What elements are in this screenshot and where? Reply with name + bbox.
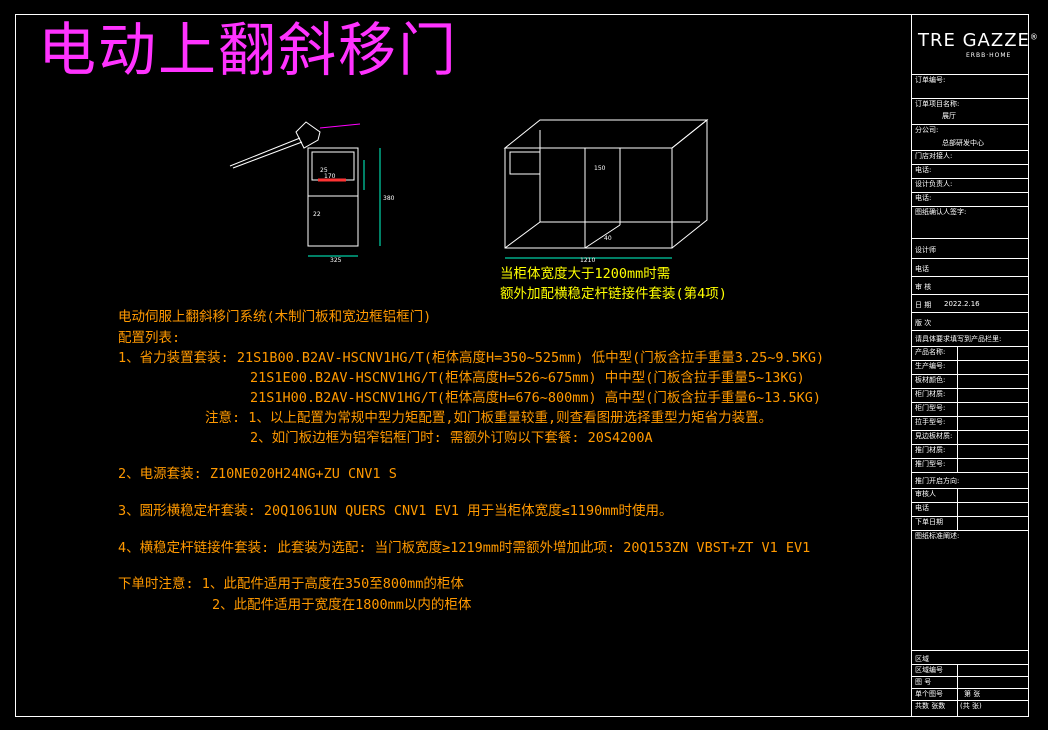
left-dim-label1: 25 (320, 167, 328, 174)
logo-reg: ® (1029, 32, 1038, 42)
tb-f14: 图纸标准阐述: (912, 530, 1029, 651)
right-width-dim: 1210 (580, 257, 595, 264)
tb-f3: 板材颜色: (912, 374, 1029, 389)
title-block (911, 14, 1030, 717)
note-wide-1: 当柜体宽度大于1200mm时需 (500, 266, 671, 282)
tb-remarks: 请具体要求填写到产品栏里: (912, 330, 1029, 347)
tb-order-no: 订单编号: (912, 74, 1029, 99)
tb-b4: 单个图号第 张 (912, 688, 1029, 701)
tb-f4: 柜门材质: (912, 388, 1029, 403)
spec-line-5: 3、圆形横稳定杆套装: 20Q1061UN QUERS CNV1 EV1 用于当… (118, 503, 673, 519)
tb-f13: 下单日期 (912, 516, 1029, 531)
spec-list-label: 配置列表: (118, 330, 181, 346)
tb-designer: 设计师 (912, 238, 1029, 259)
spec-line-2: 21S1E00.B2AV-HSCNV1HG/T(柜体高度H=526~675mm)… (250, 370, 805, 386)
tb-f1: 产品名称: (912, 346, 1029, 361)
page-title: 电动上翻斜移门 (38, 16, 459, 84)
spec-line-3: 21S1H00.B2AV-HSCNV1HG/T(柜体高度H=676~800mm)… (250, 390, 822, 406)
tb-tel1: 电话: (912, 164, 1029, 179)
tb-f9: 推门型号: (912, 458, 1029, 473)
left-dim-label2: 170 (324, 173, 336, 180)
tb-f2: 生产编号: (912, 360, 1029, 375)
brand-logo: TRE GAZZE® ERBB·HOME (918, 30, 1038, 62)
right-small-dim: 150 (594, 165, 606, 172)
tb-review: 审 核 (912, 276, 1029, 295)
drawing-frame (15, 14, 1029, 717)
tb-design-lead: 设计负责人: (912, 178, 1029, 193)
tb-f10: 推门开启方向: (912, 472, 1029, 489)
tb-b3: 图 号 (912, 676, 1029, 689)
spec-line-7: 下单时注意: 1、此配件适用于高度在350至800mm的柜体 (118, 576, 464, 592)
spec-line-8: 2、此配件适用于宽度在1800mm以内的柜体 (212, 597, 472, 613)
tb-project: 订单项目名称:展厅 (912, 98, 1029, 125)
tb-f12: 电话 (912, 502, 1029, 517)
tb-b2: 区域编号 (912, 664, 1029, 677)
note-wide-2: 额外加配横稳定杆链接件套装(第4项) (500, 286, 727, 302)
tb-f11: 审核人 (912, 488, 1029, 503)
tb-store: 门店对接人: (912, 150, 1029, 165)
logo-sub: ERBB·HOME (966, 52, 1012, 59)
spec-note-2: 2、如门板边框为铝窄铝框门时: 需额外订购以下套餐: 20S4200A (250, 430, 653, 446)
tb-tel3: 电话 (912, 258, 1029, 277)
tb-tel2: 电话: (912, 192, 1029, 207)
tb-f8: 推门材质: (912, 444, 1029, 459)
right-cabinet-drawing (503, 118, 709, 259)
left-dim-small: 22 (313, 211, 321, 218)
spec-note-1: 注意: 1、以上配置为常规中型力矩配置,如门板重量较重,则查看图册选择重型力矩省… (205, 410, 773, 426)
tb-f7: 見边板材质: (912, 430, 1029, 445)
right-small-dim2: 40 (604, 235, 612, 242)
left-cabinet-drawing (229, 121, 381, 257)
tb-branch: 分公司:总部研发中心 (912, 124, 1029, 151)
logo-name: TRE GAZZE (918, 30, 1030, 51)
tb-f6: 拉手型号: (912, 416, 1029, 431)
tb-b5: 共数 张数(共 张) (912, 700, 1029, 717)
spec-line-6: 4、横稳定杆链接件套装: 此套装为选配: 当门板宽度≥1219mm时需额外增加此… (118, 540, 811, 556)
spec-line-4: 2、电源套装: Z10NE020H24NG+ZU CNV1 S (118, 466, 397, 482)
tb-confirm: 图纸确认人签字: (912, 206, 1029, 239)
spec-line-1: 1、省力装置套装: 21S1B00.B2AV-HSCNV1HG/T(柜体高度H=… (118, 350, 825, 366)
tb-b1: 区域 (912, 650, 1029, 665)
tb-f5: 柜门型号: (912, 402, 1029, 417)
spec-heading: 电动伺服上翻斜移门系统(木制门板和宽边框铝框门) (118, 309, 432, 325)
left-height-dim: 380 (383, 195, 395, 202)
left-width-dim: 325 (330, 257, 342, 264)
tb-revision: 版 次 (912, 312, 1029, 331)
